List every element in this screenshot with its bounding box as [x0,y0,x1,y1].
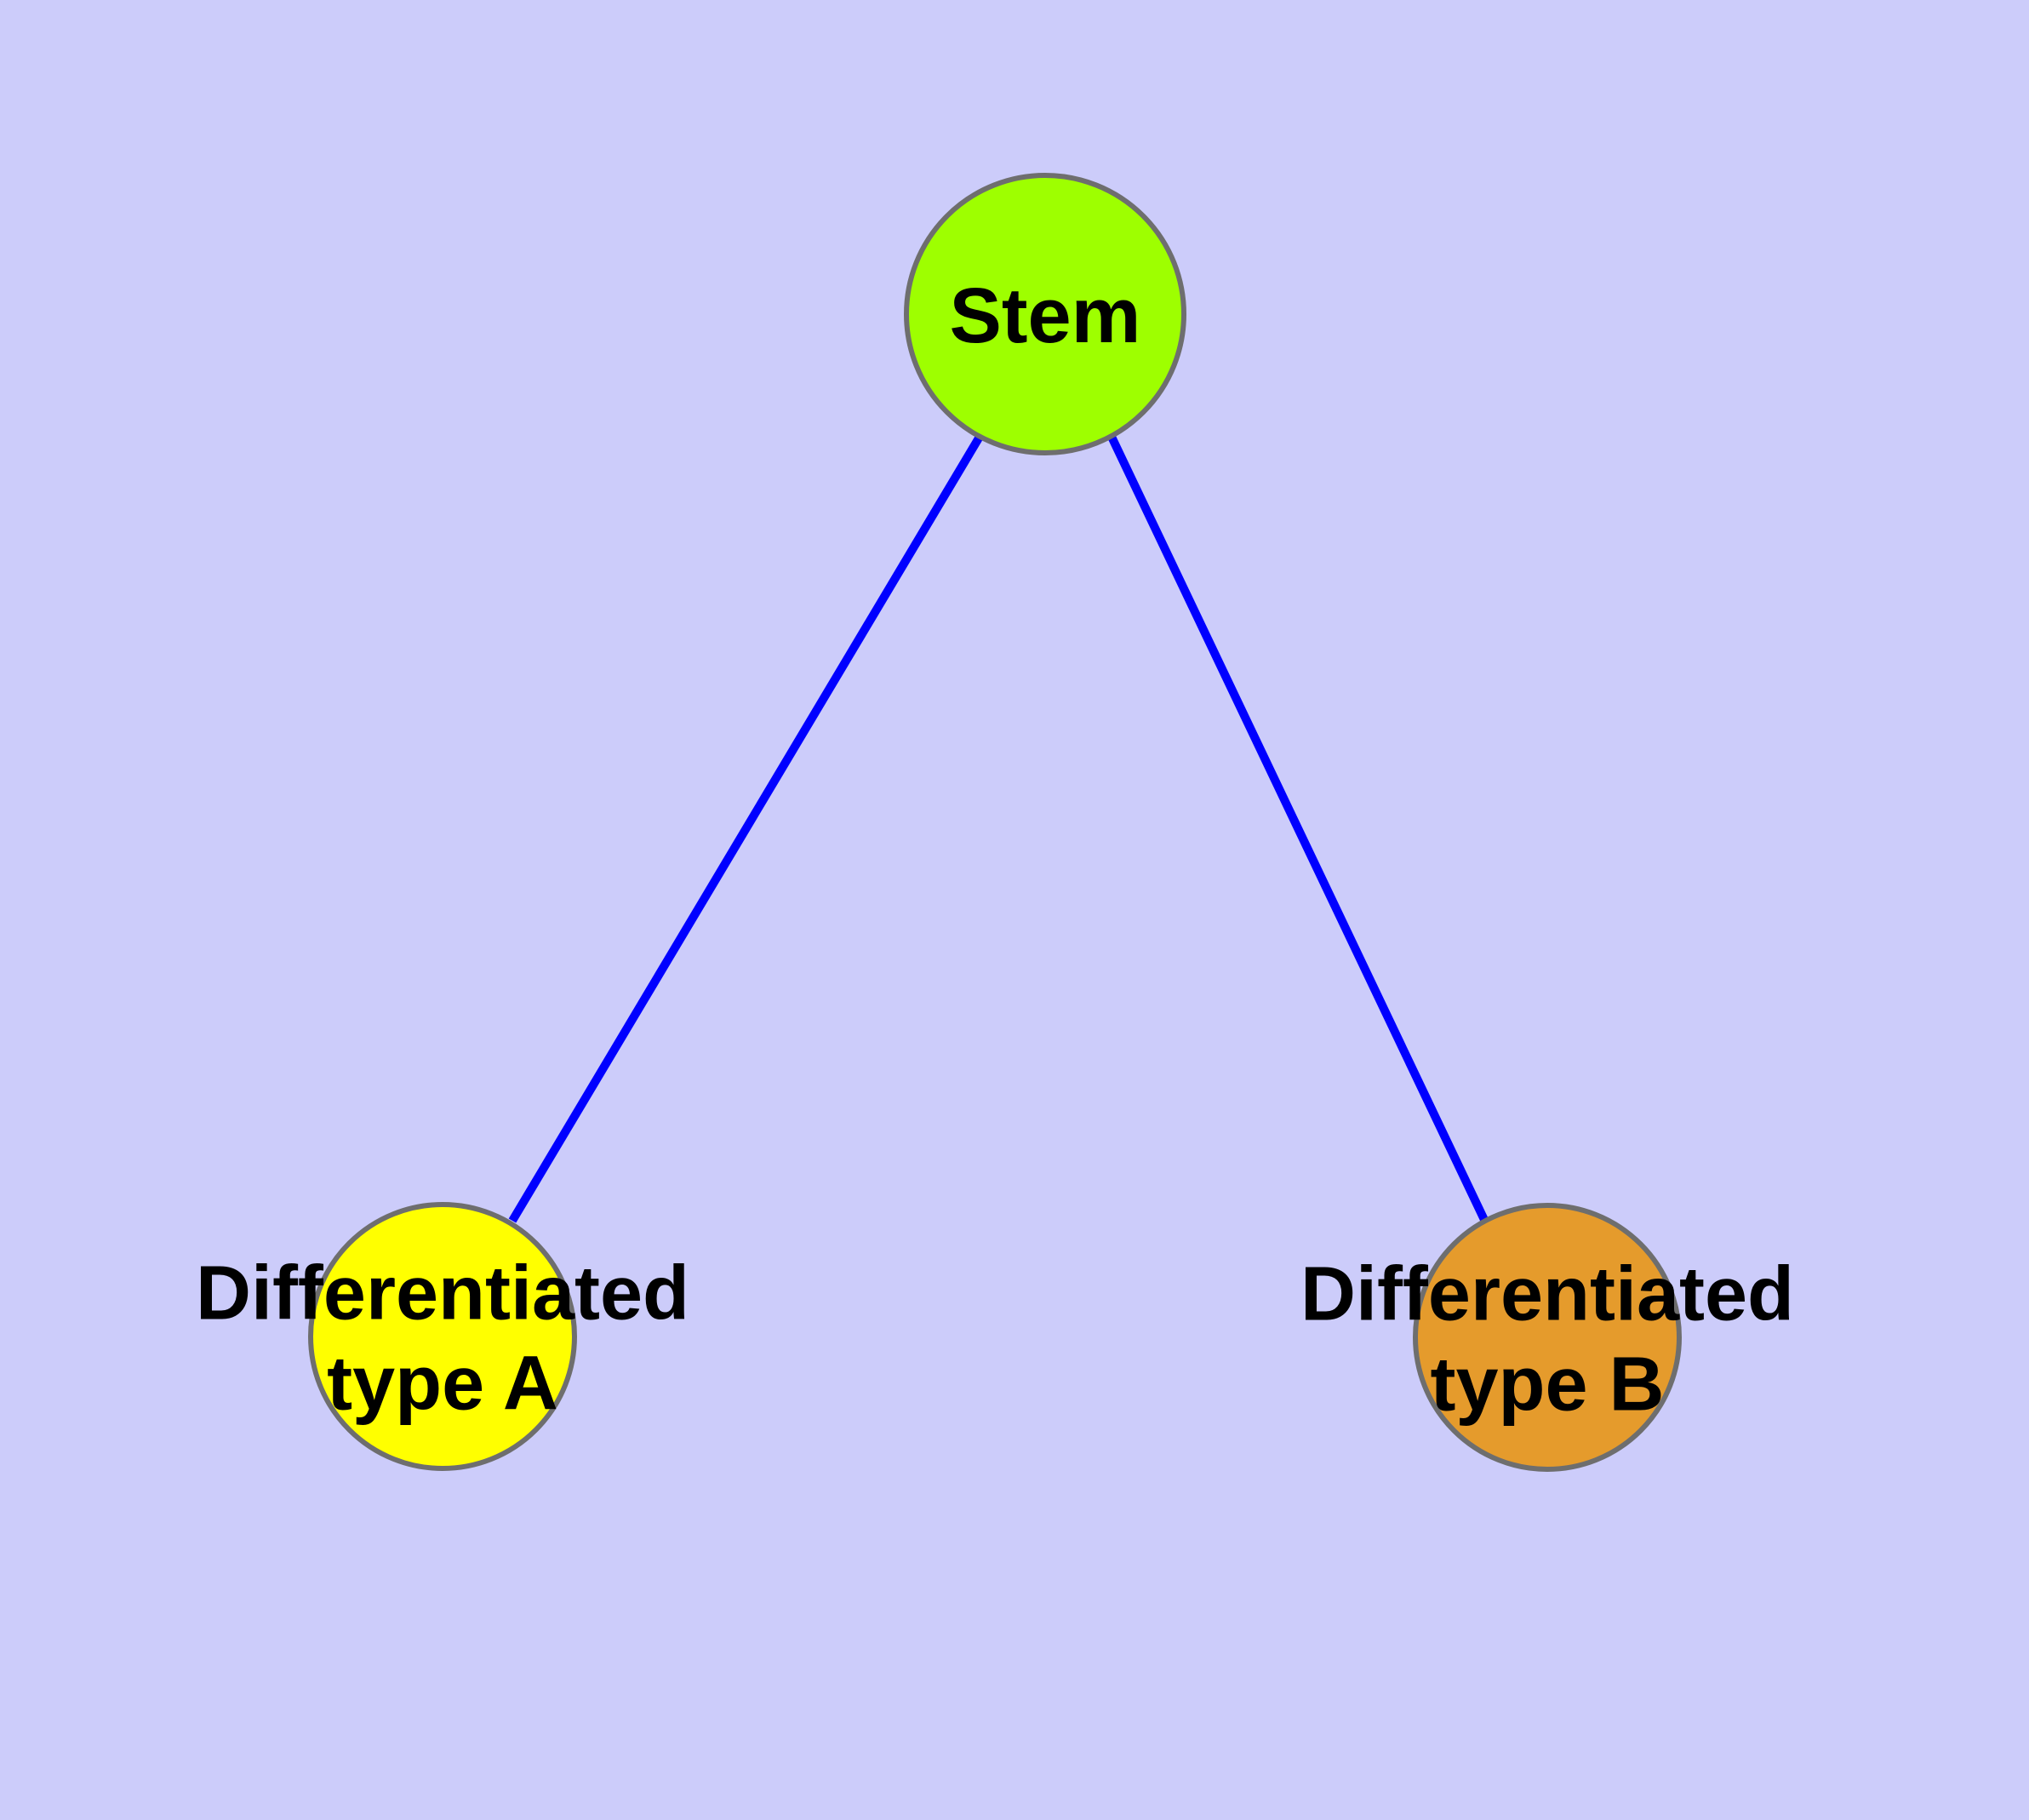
node-differentiated-type-b-circle[interactable] [1413,1203,1682,1472]
edge-stem-to-differentiated-type-b[interactable] [1107,434,1489,1224]
node-differentiated-type-a-circle[interactable] [308,1202,577,1471]
node-label-line: type A [327,1342,558,1427]
node-label-line: Differentiated [196,1251,689,1336]
node-stem[interactable]: Stem [904,173,1186,455]
edges-group [508,434,1489,1224]
node-stem-circle[interactable] [904,173,1186,455]
node-label-line: Stem [950,272,1141,359]
node-stem-label: Stem [950,272,1141,359]
node-label-line: type B [1430,1342,1664,1428]
edge-stem-to-differentiated-type-a[interactable] [508,434,984,1223]
node-label-line: Differentiated [1300,1251,1794,1336]
